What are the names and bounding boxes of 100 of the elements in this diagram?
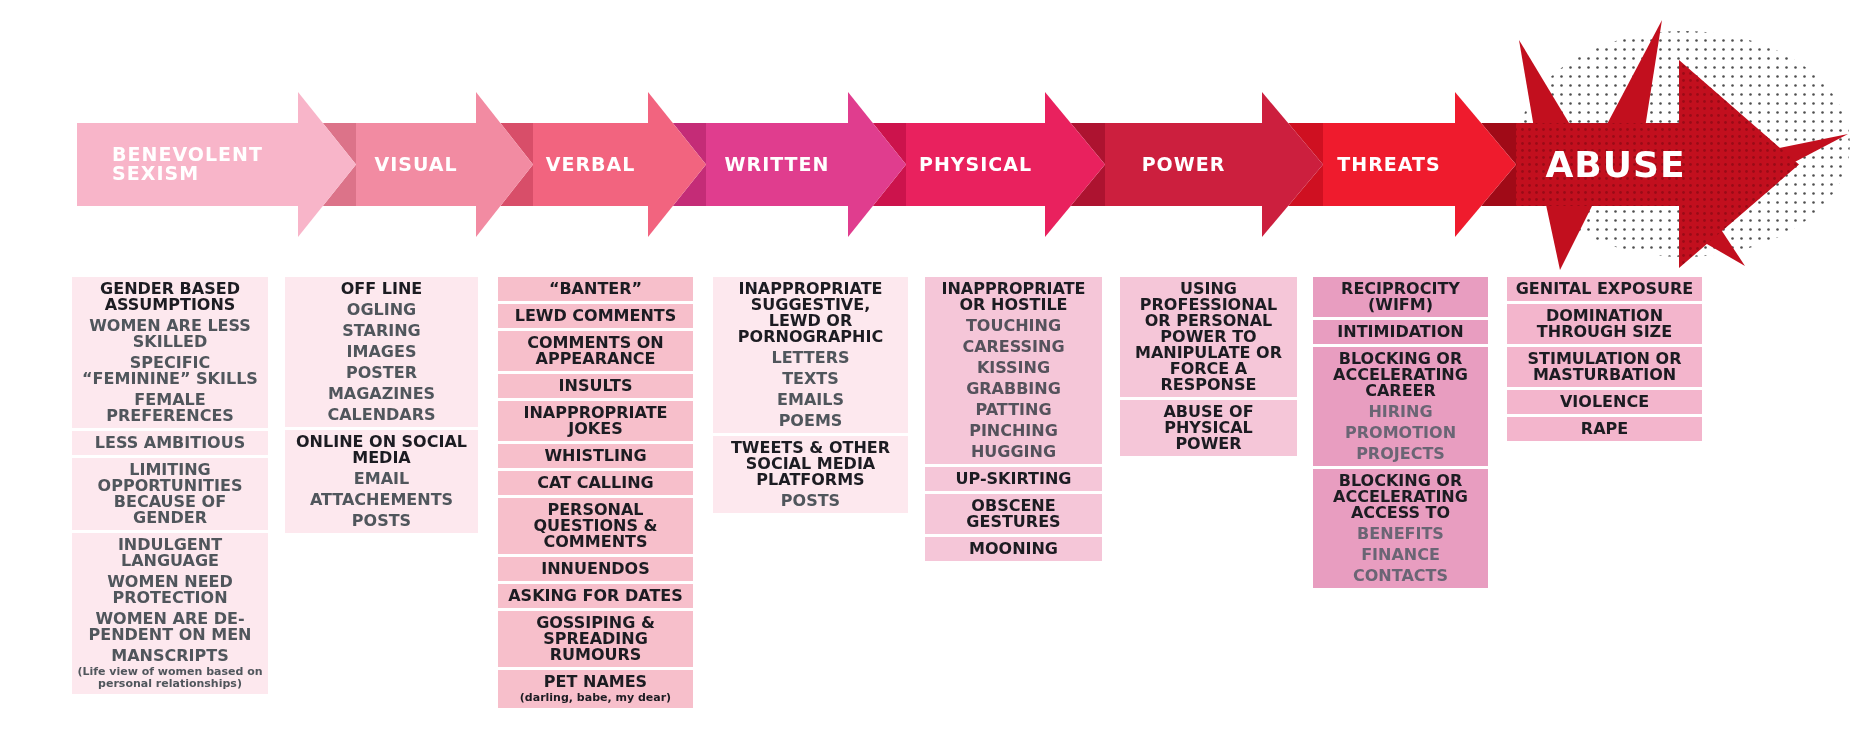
category-box: [498, 401, 693, 441]
example-text: WOMEN ARE DE- PENDENT ON MEN: [87, 611, 253, 643]
category-box: [498, 557, 693, 581]
category-heading: MOONING: [969, 541, 1058, 557]
category-box: [1507, 304, 1702, 344]
category-heading: ASKING FOR DATES: [508, 588, 683, 604]
category-heading: DOMINATION THROUGH SIZE: [1535, 308, 1674, 340]
example-text: WOMEN NEED PROTECTION: [106, 574, 234, 606]
example-text: MANSCRIPTS: [111, 648, 229, 664]
stage-label: THREATS: [1337, 154, 1441, 175]
category-heading: INAPPROPRIATE OR HOSTILE: [940, 281, 1087, 313]
stage-band: [533, 123, 648, 206]
category-box: [1507, 417, 1702, 441]
stage-label: POWER: [1141, 154, 1226, 175]
category-heading: VIOLENCE: [1559, 394, 1650, 410]
example-text: POSTS: [351, 513, 412, 529]
category-heading: CAT CALLING: [537, 475, 654, 491]
category-heading: WHISTLING: [544, 448, 647, 464]
category-box: [498, 277, 693, 301]
example-text: EMAIL: [353, 471, 410, 487]
example-text: HUGGING: [970, 444, 1057, 460]
example-text: POSTS: [780, 493, 841, 509]
stage-label: PHYSICAL: [918, 154, 1033, 175]
category-box: [498, 584, 693, 608]
category-heading: PERSONAL QUESTIONS & COMMENTS: [532, 502, 659, 550]
stage-label: VERBAL: [545, 154, 636, 175]
category-heading: OBSCENE GESTURES: [965, 498, 1062, 530]
example-text: SPECIFIC “FEMININE” SKILLS: [81, 355, 259, 387]
example-text: ATTACHEMENTS: [309, 492, 454, 508]
note-text: (Life view of women based on personal relationships): [76, 666, 264, 690]
stage-label: WRITTEN: [724, 154, 830, 175]
example-text: LIMITING OPPORTUNITIES BECAUSE OF GENDER: [96, 462, 244, 526]
example-text: MAGAZINES: [327, 386, 436, 402]
category-box: [1313, 347, 1488, 466]
chevron-arrow: [1045, 92, 1105, 237]
example-text: PATTING: [975, 402, 1052, 418]
category-box: [498, 304, 693, 328]
category-box: [1313, 320, 1488, 344]
example-text: BENEFITS: [1357, 526, 1444, 542]
stage-label: VISUAL: [374, 154, 458, 175]
category-box: [1507, 347, 1702, 387]
category-heading: GENDER BASED ASSUMPTIONS: [99, 281, 241, 313]
category-box: [1120, 400, 1297, 456]
category-heading: GOSSIPING & SPREADING RUMOURS: [535, 615, 656, 663]
category-heading: PET NAMES: [543, 674, 648, 690]
chevron-arrow: [848, 92, 906, 237]
category-box: [1120, 277, 1297, 397]
example-text: INDULGENT LANGUAGE: [116, 537, 224, 569]
example-text: EMAILS: [777, 392, 844, 408]
category-box: [925, 277, 1102, 464]
category-box: [498, 444, 693, 468]
category-heading: USING PROFESSIONAL OR PERSONAL POWER TO MANIPULATE OR FORCE A RESPONSE: [1133, 281, 1283, 393]
category-heading: INAPPROPRIATE JOKES: [522, 405, 669, 437]
category-box: [1313, 469, 1488, 588]
category-box: [925, 537, 1102, 561]
chevron-arrow: [1262, 92, 1323, 237]
category-box: [498, 670, 693, 708]
stage-band: [706, 123, 848, 206]
category-heading: BLOCKING OR ACCELERATING ACCESS TO: [1332, 473, 1469, 521]
category-heading: GENITAL EXPOSURE: [1515, 281, 1694, 297]
example-text: CARESSING: [962, 339, 1065, 355]
chevron-arrow: [298, 92, 356, 237]
category-heading: INAPPROPRIATE SUGGESTIVE, LEWD OR PORNOGRAPHIC: [736, 281, 885, 345]
example-text: LESS AMBITIOUS: [94, 435, 246, 451]
category-box: [498, 331, 693, 371]
stage-band: [1105, 123, 1262, 206]
note-text: (darling, babe, my dear): [519, 692, 672, 704]
chevron-arrow: [648, 92, 706, 237]
example-text: OGLING: [346, 302, 417, 318]
stage-label: ABUSE: [1545, 145, 1686, 184]
example-text: TEXTS: [782, 371, 839, 387]
example-text: POEMS: [778, 413, 843, 429]
chevron-arrow: [476, 92, 533, 237]
category-box: [498, 498, 693, 554]
category-heading: RECIPROCITY (WIFM): [1340, 281, 1461, 313]
example-text: WOMEN ARE LESS SKILLED: [88, 318, 252, 350]
category-heading: INNUENDOS: [541, 561, 650, 577]
stage-band: [356, 123, 476, 206]
stage-label: BENEVOLENT SEXISM: [112, 144, 263, 185]
example-text: FEMALE PREFERENCES: [105, 392, 235, 424]
example-text: HIRING: [1368, 404, 1433, 420]
example-text: CALENDARS: [327, 407, 436, 423]
category-heading: TWEETS & OTHER SOCIAL MEDIA PLATFORMS: [729, 440, 892, 488]
example-text: STARING: [342, 323, 421, 339]
stage-band: [1323, 123, 1455, 206]
category-heading: STIMULATION OR MASTURBATION: [1526, 351, 1683, 383]
category-heading: INTIMIDATION: [1337, 324, 1464, 340]
category-heading: UP-SKIRTING: [955, 471, 1072, 487]
category-heading: COMMENTS ON APPEARANCE: [526, 335, 665, 367]
example-text: GRABBING: [966, 381, 1061, 397]
category-heading: INSULTS: [558, 378, 633, 394]
category-heading: ONLINE ON SOCIAL MEDIA: [295, 434, 468, 466]
example-text: PROMOTION: [1345, 425, 1456, 441]
category-box: [498, 611, 693, 667]
category-heading: BLOCKING OR ACCELERATING CAREER: [1332, 351, 1469, 399]
category-heading: ABUSE OF PHYSICAL POWER: [1162, 404, 1255, 452]
category-box: [498, 374, 693, 398]
example-text: LETTERS: [771, 350, 850, 366]
category-box: [1507, 277, 1702, 301]
example-text: IMAGES: [346, 344, 417, 360]
